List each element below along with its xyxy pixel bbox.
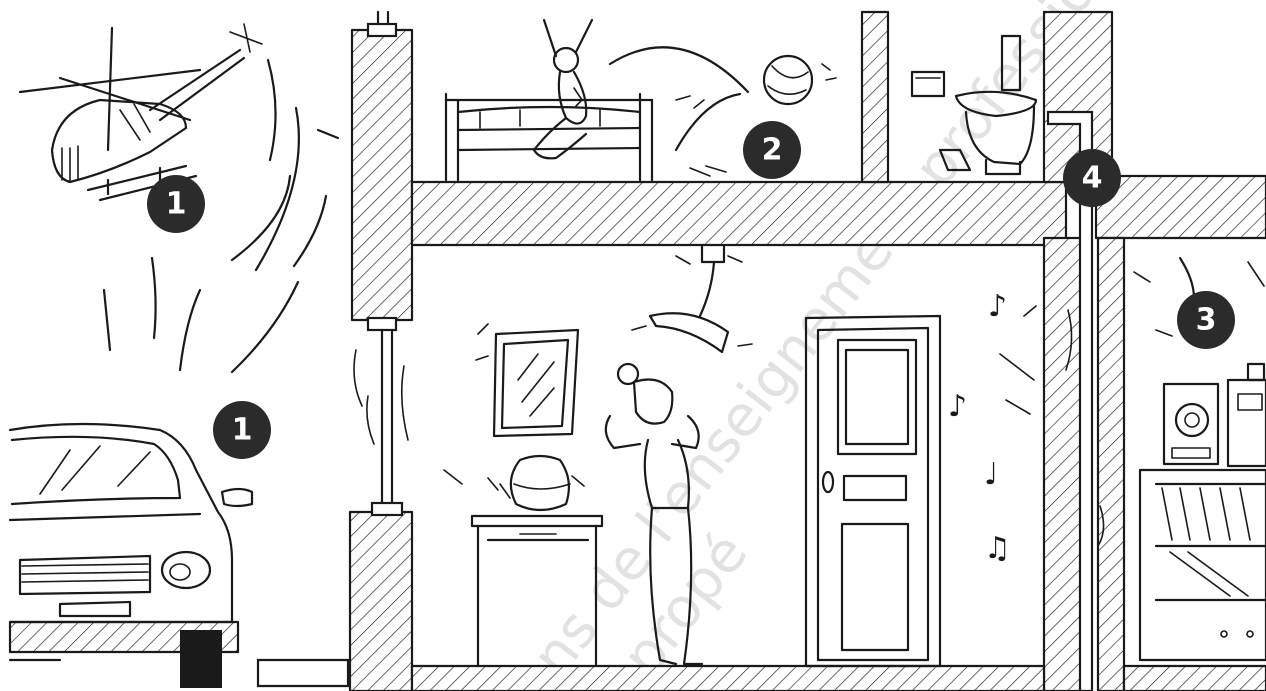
badge-car-label: 1 [232,413,253,448]
helicopter-icon [20,24,262,200]
bed-icon [446,94,652,180]
upper-divider-wall [862,12,888,182]
upper-floor-slab [412,182,1066,245]
neighbour-wall [1098,238,1124,691]
badge-helicopter-label: 1 [166,187,187,222]
helicopter-sound-lines [104,60,338,372]
left-wall-upper [352,30,412,320]
lamp-icon [632,246,752,352]
ball-icon [610,47,836,176]
svg-text:♪: ♪ [948,389,967,424]
badge-pipe-label: 4 [1082,161,1103,196]
badge-stereo: 3 [1177,291,1235,349]
child-jumping-icon [534,20,592,158]
badge-stereo-label: 3 [1196,303,1217,338]
ground-floor-slab [412,666,1044,691]
music-note-icon: ♪ ♪ ♩ ♫ [948,289,1011,566]
right-floor-slab [1096,176,1266,238]
neighbour-floor-slab [1124,666,1266,691]
badge-bedroom-label: 2 [762,133,783,168]
car-wheel [180,630,222,688]
central-wall [1044,238,1082,691]
door-icon [806,316,940,666]
curb [258,660,348,686]
badge-pipe: 4 [1063,149,1121,207]
badge-car: 1 [213,401,271,459]
svg-text:♫: ♫ [984,531,1011,566]
pipe-cap-top [368,24,396,36]
badge-bedroom: 2 [743,121,801,179]
badge-helicopter: 1 [147,175,205,233]
pipe-cap-mid [368,318,396,330]
mirror-icon [476,324,578,436]
svg-text:♪: ♪ [988,289,1007,324]
pipe-cap-low [372,503,402,515]
left-wall-lower [350,512,412,691]
svg-text:♩: ♩ [984,457,998,492]
